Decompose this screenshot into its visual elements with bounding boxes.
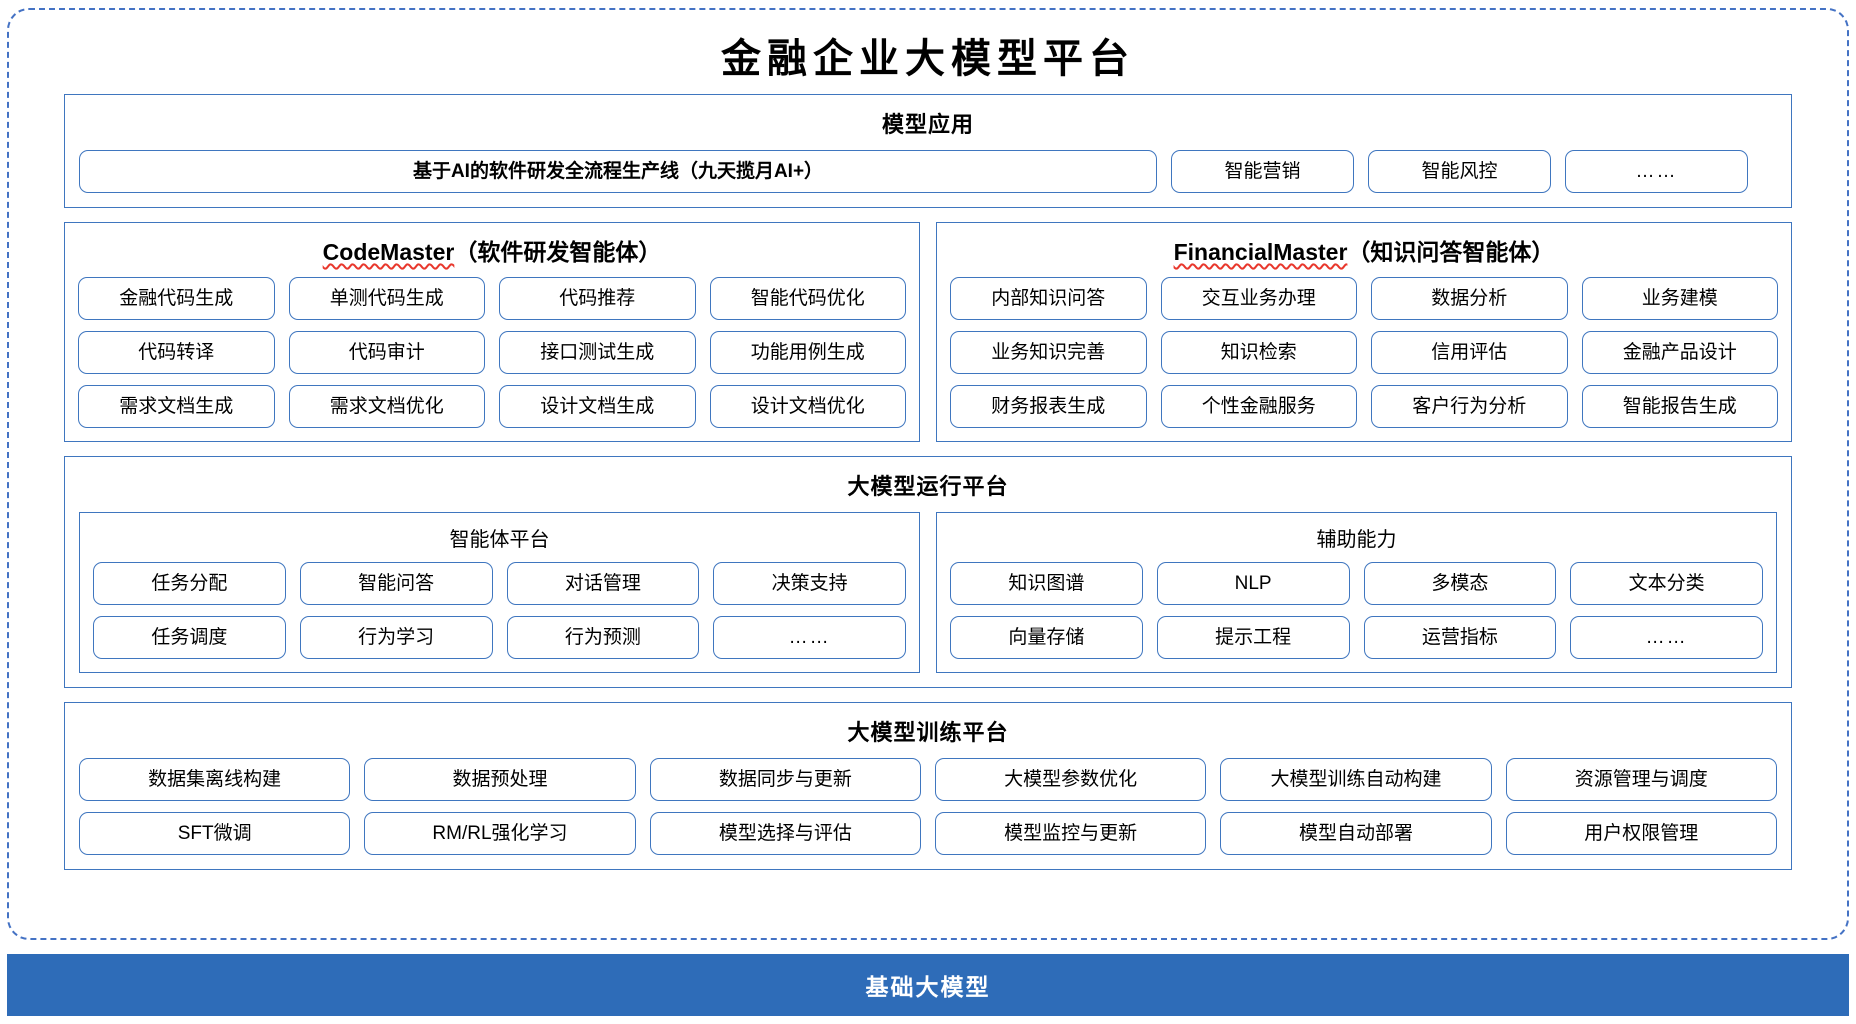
chip-vector-storage[interactable]: 向量存储 (950, 616, 1143, 659)
chip-business-knowledge-improve[interactable]: 业务知识完善 (950, 331, 1147, 374)
subpanel-title-agent-platform: 智能体平台 (449, 529, 550, 551)
chip-user-permission[interactable]: 用户权限管理 (1505, 812, 1777, 855)
chip-agent-platform-more[interactable]: …… (713, 616, 906, 659)
financialmaster-row-3: 财务报表生成 个性金融服务 客户行为分析 智能报告生成 (950, 385, 1778, 428)
chip-nlp[interactable]: NLP (1156, 562, 1350, 605)
chip-behavior-predict[interactable]: 行为预测 (506, 616, 700, 659)
chip-data-sync-update[interactable]: 数据同步与更新 (649, 758, 921, 801)
chip-financial-product-design[interactable]: 金融产品设计 (1581, 331, 1778, 374)
chip-financial-code-gen[interactable]: 金融代码生成 (78, 277, 275, 320)
chip-dialog-management[interactable]: 对话管理 (506, 562, 700, 605)
agent-name-financialmaster: FinancialMaster (1173, 239, 1348, 265)
chip-code-audit[interactable]: 代码审计 (288, 331, 485, 374)
section-financialmaster: FinancialMaster（知识问答智能体） 内部知识问答 交互业务办理 数… (936, 222, 1792, 442)
chip-requirement-doc-gen[interactable]: 需求文档生成 (78, 385, 275, 428)
chip-data-analysis[interactable]: 数据分析 (1371, 277, 1568, 320)
agent-name-codemaster: CodeMaster (322, 239, 455, 265)
base-model-band: 基础大模型 (7, 954, 1849, 1016)
agent-platform-row-2: 任务调度 行为学习 行为预测 …… (93, 616, 906, 659)
chip-auxiliary-more[interactable]: …… (1570, 616, 1763, 659)
codemaster-row-3: 需求文档生成 需求文档优化 设计文档生成 设计文档优化 (78, 385, 906, 428)
chip-multimodal[interactable]: 多模态 (1363, 562, 1557, 605)
chip-knowledge-graph[interactable]: 知识图谱 (950, 562, 1143, 605)
base-model-label: 基础大模型 (865, 974, 991, 1000)
chip-model-monitor-update[interactable]: 模型监控与更新 (934, 812, 1207, 855)
chip-prompt-engineering[interactable]: 提示工程 (1156, 616, 1350, 659)
chip-requirement-doc-optimize[interactable]: 需求文档优化 (288, 385, 485, 428)
chip-model-param-optimize[interactable]: 大模型参数优化 (934, 758, 1207, 801)
chip-data-preprocessing[interactable]: 数据预处理 (364, 758, 636, 801)
runtime-subpanels: 智能体平台 任务分配 智能问答 对话管理 决策支持 任务调度 行为学习 行为预测… (79, 512, 1777, 673)
page-title: 金融企业大模型平台 (721, 35, 1135, 82)
section-title-runtime-platform: 大模型运行平台 (847, 474, 1009, 499)
app-item-more[interactable]: …… (1565, 150, 1748, 193)
chip-financial-report-gen[interactable]: 财务报表生成 (950, 385, 1147, 428)
chip-training-auto-build[interactable]: 大模型训练自动构建 (1220, 758, 1492, 801)
chip-decision-support[interactable]: 决策支持 (713, 562, 906, 605)
auxiliary-row-2: 向量存储 提示工程 运营指标 …… (950, 616, 1763, 659)
platform-outer-frame: 金融企业大模型平台 模型应用 基于AI的软件研发全流程生产线（九天揽月AI+） … (7, 8, 1849, 940)
codemaster-row-2: 代码转译 代码审计 接口测试生成 功能用例生成 (78, 331, 906, 374)
codemaster-row-1: 金融代码生成 单测代码生成 代码推荐 智能代码优化 (78, 277, 906, 320)
section-model-application: 模型应用 基于AI的软件研发全流程生产线（九天揽月AI+） 智能营销 智能风控 … (64, 94, 1792, 208)
chip-dataset-offline-build[interactable]: 数据集离线构建 (79, 758, 351, 801)
agent-suffix-codemaster: （软件研发智能体） (454, 239, 662, 265)
subpanel-title-auxiliary-capability: 辅助能力 (1316, 529, 1397, 551)
chip-business-modeling[interactable]: 业务建模 (1581, 277, 1778, 320)
auxiliary-row-1: 知识图谱 NLP 多模态 文本分类 (950, 562, 1763, 605)
chip-unittest-code-gen[interactable]: 单测代码生成 (288, 277, 485, 320)
app-item-smart-marketing[interactable]: 智能营销 (1171, 150, 1354, 193)
chip-operation-metrics[interactable]: 运营指标 (1363, 616, 1557, 659)
chip-task-scheduling[interactable]: 任务调度 (93, 616, 286, 659)
financialmaster-row-1: 内部知识问答 交互业务办理 数据分析 业务建模 (950, 277, 1778, 320)
agent-suffix-financialmaster: （知识问答智能体） (1347, 239, 1555, 265)
section-title-model-application: 模型应用 (881, 112, 974, 137)
app-item-ai-pipeline[interactable]: 基于AI的软件研发全流程生产线（九天揽月AI+） (79, 150, 1157, 193)
chip-model-select-evaluate[interactable]: 模型选择与评估 (649, 812, 921, 855)
chip-smart-report-gen[interactable]: 智能报告生成 (1581, 385, 1778, 428)
chip-feature-case-gen[interactable]: 功能用例生成 (709, 331, 906, 374)
subpanel-agent-platform: 智能体平台 任务分配 智能问答 对话管理 决策支持 任务调度 行为学习 行为预测… (79, 512, 920, 673)
financialmaster-row-2: 业务知识完善 知识检索 信用评估 金融产品设计 (950, 331, 1778, 374)
chip-design-doc-gen[interactable]: 设计文档生成 (499, 385, 696, 428)
chip-credit-assessment[interactable]: 信用评估 (1371, 331, 1568, 374)
agent-panels: CodeMaster（软件研发智能体） 金融代码生成 单测代码生成 代码推荐 智… (64, 222, 1792, 442)
chip-rm-rl-learning[interactable]: RM/RL强化学习 (364, 812, 636, 855)
section-codemaster: CodeMaster（软件研发智能体） 金融代码生成 单测代码生成 代码推荐 智… (64, 222, 920, 442)
training-row-2: SFT微调 RM/RL强化学习 模型选择与评估 模型监控与更新 模型自动部署 用… (79, 812, 1777, 855)
chip-api-test-gen[interactable]: 接口测试生成 (499, 331, 696, 374)
chip-internal-knowledge-qa[interactable]: 内部知识问答 (950, 277, 1147, 320)
chip-personalized-service[interactable]: 个性金融服务 (1160, 385, 1357, 428)
chip-model-auto-deploy[interactable]: 模型自动部署 (1220, 812, 1492, 855)
chip-behavior-learning[interactable]: 行为学习 (299, 616, 493, 659)
chip-design-doc-optimize[interactable]: 设计文档优化 (709, 385, 906, 428)
chip-task-allocation[interactable]: 任务分配 (93, 562, 286, 605)
agent-title-financialmaster: FinancialMaster（知识问答智能体） (950, 233, 1778, 267)
chip-code-translate[interactable]: 代码转译 (78, 331, 275, 374)
chip-smart-qa[interactable]: 智能问答 (299, 562, 493, 605)
chip-resource-management[interactable]: 资源管理与调度 (1505, 758, 1777, 801)
agent-title-codemaster: CodeMaster（软件研发智能体） (78, 233, 906, 267)
chip-customer-behavior[interactable]: 客户行为分析 (1371, 385, 1568, 428)
model-application-row: 基于AI的软件研发全流程生产线（九天揽月AI+） 智能营销 智能风控 …… (79, 150, 1777, 193)
chip-smart-code-optimize[interactable]: 智能代码优化 (709, 277, 906, 320)
chip-knowledge-retrieval[interactable]: 知识检索 (1160, 331, 1357, 374)
chip-code-recommend[interactable]: 代码推荐 (499, 277, 696, 320)
section-training-platform: 大模型训练平台 数据集离线构建 数据预处理 数据同步与更新 大模型参数优化 大模… (64, 702, 1792, 870)
section-runtime-platform: 大模型运行平台 智能体平台 任务分配 智能问答 对话管理 决策支持 任务调度 行… (64, 456, 1792, 688)
section-title-training-platform: 大模型训练平台 (847, 720, 1009, 745)
agent-platform-row-1: 任务分配 智能问答 对话管理 决策支持 (93, 562, 906, 605)
chip-interactive-business[interactable]: 交互业务办理 (1160, 277, 1357, 320)
training-row-1: 数据集离线构建 数据预处理 数据同步与更新 大模型参数优化 大模型训练自动构建 … (79, 758, 1777, 801)
chip-text-classification[interactable]: 文本分类 (1570, 562, 1763, 605)
chip-sft-finetune[interactable]: SFT微调 (79, 812, 351, 855)
app-item-smart-risk-control[interactable]: 智能风控 (1368, 150, 1551, 193)
subpanel-auxiliary-capability: 辅助能力 知识图谱 NLP 多模态 文本分类 向量存储 提示工程 运营指标 …… (936, 512, 1777, 673)
